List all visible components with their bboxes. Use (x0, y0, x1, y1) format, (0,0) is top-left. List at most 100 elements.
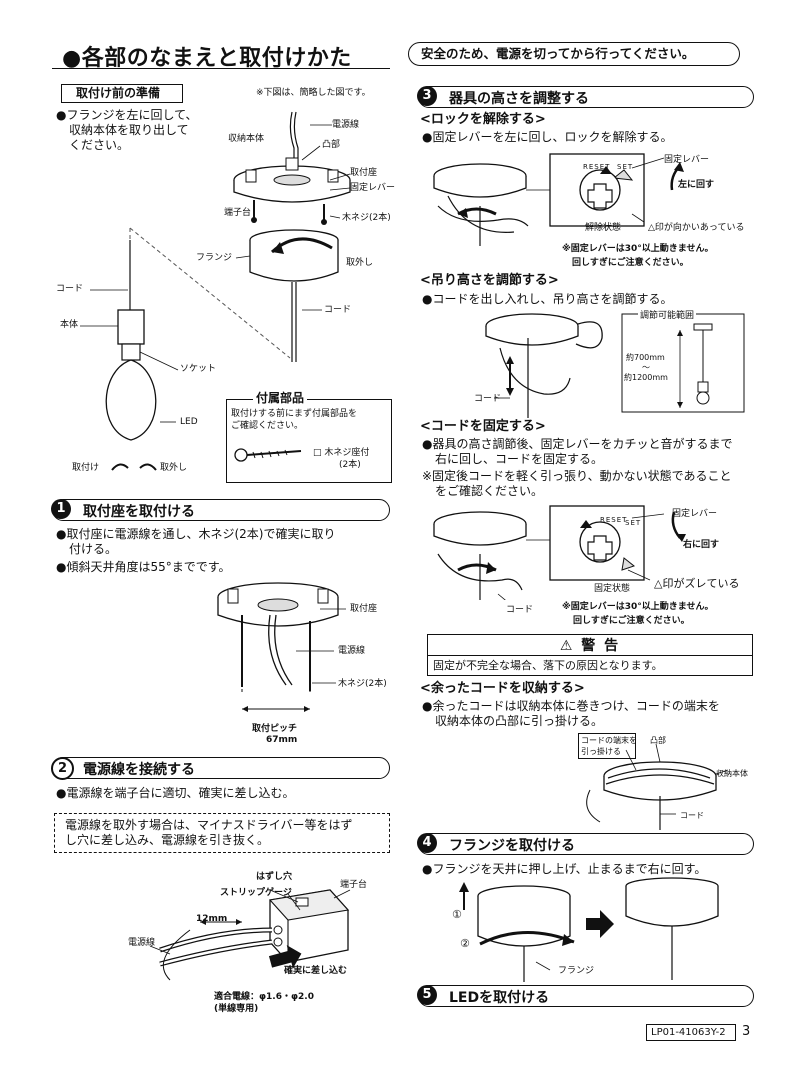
step2-line-1: ●電源線を端子台に適切、確実に差し込む。 (56, 786, 295, 800)
label-body: 本体 (60, 320, 79, 330)
fix-lever-mark-icon (580, 520, 592, 528)
hang-diagram (485, 313, 745, 418)
fix-cord-label: コード (506, 605, 534, 615)
prep-note: ※下図は、簡略した図です。 (256, 88, 371, 98)
warning-title-bar: ⚠ 警 告 (428, 635, 752, 656)
label-remove: 取外し (346, 258, 374, 268)
fix-heading: <コードを固定する> (420, 419, 546, 434)
attach-arrow-icon (111, 463, 129, 471)
step1-diagram (217, 582, 346, 712)
warning-title: ⚠ 警 告 (559, 638, 621, 654)
lock-turn-label: 左に回す (678, 180, 715, 190)
label-fix-lever: 固定レバー (350, 183, 396, 193)
extra-label-1: コードの端末を (581, 736, 637, 745)
extra-diagram (586, 743, 729, 830)
label-led: LED (180, 417, 198, 427)
detach-arrow-icon (139, 463, 157, 471)
safety-text: 安全のため、電源を切ってから行ってください。 (421, 46, 695, 61)
step1-line-2: 付ける。 (69, 542, 118, 556)
accessories-item-2: (2本) (339, 460, 361, 470)
fix-text-4: をご確認ください。 (435, 484, 544, 498)
title-rule (52, 68, 390, 69)
label-flange: フランジ (196, 253, 233, 263)
step4-heading: フランジを取付ける (449, 838, 575, 854)
step2-spec-1: 適合電線：φ1.6・φ2.0 (214, 992, 314, 1002)
extra-callout-box: コードの端末を 引っ掛ける (578, 733, 637, 759)
fix-note-2: 回しすぎにご注意ください。 (573, 616, 690, 626)
prep-text-1: ●フランジを左に回して、 (56, 108, 198, 122)
fix-text-3: ※固定後コードを軽く引っ張り、動かない状態であること (422, 469, 732, 483)
led-bulb-illustration (105, 359, 157, 441)
prep-text-3: ください。 (69, 138, 130, 152)
step2-label-strip: ストリップゲージ (220, 888, 292, 898)
lock-mark-label: △印が向かいあっている (648, 223, 745, 233)
accessories-text-1: 取付けする前にまず付属部品を (231, 409, 358, 419)
step2-label-insert: 確実に差し込む (284, 966, 348, 976)
fix-turn-label: 右に回す (683, 540, 720, 550)
step5-number: 5 (417, 985, 437, 1005)
page-number: 3 (742, 1024, 751, 1039)
lock-lever-label: 固定レバー (664, 155, 710, 165)
label-convex: 凸部 (322, 140, 341, 150)
accessories-item-1: □ 木ネジ座付 (313, 448, 370, 458)
footer-code-box: LP01-41063Y-2 (646, 1024, 736, 1041)
label-socket: ソケット (180, 364, 217, 374)
label-power-wire: 電源線 (332, 120, 360, 130)
fix-reset-mark: RESET (600, 516, 628, 524)
next-arrow-icon (586, 910, 614, 938)
label-mount-base: 取付座 (350, 168, 378, 178)
mount-base-illustration (233, 157, 351, 203)
label-cord-2: コード (324, 305, 352, 315)
hang-max-label: 約1200mm (624, 373, 668, 382)
lock-diagram (433, 153, 684, 246)
safety-banner: 安全のため、電源を切ってから行ってください。 (408, 42, 740, 66)
step4-circle-2: ② (460, 937, 470, 950)
lock-state-label: 解除状態 (585, 223, 622, 233)
step1-label-mount: 取付座 (350, 604, 378, 614)
lock-set-mark: SET (617, 163, 634, 171)
step2-label-12mm: 12mm (196, 914, 228, 924)
extra-label-2: 引っ掛ける (581, 747, 621, 756)
label-detach: 取外し (160, 463, 188, 473)
prep-diagram (80, 111, 351, 471)
step2-diagram (149, 889, 351, 981)
step2-header: 2 電源線を接続する (51, 757, 390, 780)
step2-label-terminal: 端子台 (340, 880, 368, 890)
label-cord: コード (56, 284, 84, 294)
extra-text-2: 収納本体の凸部に引っ掛ける。 (435, 714, 604, 728)
fix-mark-label: △印がズレている (654, 577, 740, 590)
hang-tilde: 〜 (642, 363, 650, 372)
step3-heading: 器具の高さを調整する (449, 91, 589, 107)
prep-heading-box: 取付け前の準備 (61, 84, 183, 103)
step1-pitch-value: 67mm (266, 735, 298, 745)
label-wood-screw: 木ネジ(2本) (342, 213, 391, 223)
step2-label-wire: 電源線 (128, 938, 156, 948)
step1-label-wire: 電源線 (338, 646, 366, 656)
footer-code: LP01-41063Y-2 (651, 1027, 726, 1038)
hang-cord-label: コード (474, 394, 502, 404)
step4-number: 4 (417, 833, 437, 853)
extra-text-1: ●余ったコードは収納本体に巻きつけ、コードの端末を (422, 699, 720, 713)
column-divider (405, 80, 406, 1020)
step2-number: 2 (51, 757, 74, 780)
step4-circle-1: ① (452, 908, 462, 921)
step1-label-screw: 木ネジ(2本) (338, 679, 387, 689)
extra-cord-label: コード (680, 811, 704, 820)
fix-text-2: 右に回し、コードを固定する。 (435, 452, 604, 466)
socket-illustration (121, 343, 141, 361)
fix-text-1: ●器具の高さ調節後、固定レバーをカチッと音がするまで (422, 437, 733, 451)
step2-label-hole: はずし穴 (256, 872, 293, 882)
step3-header: 3 器具の高さを調整する (417, 86, 754, 108)
label-attach: 取付け (72, 463, 100, 473)
wood-screws (251, 200, 327, 225)
step2-heading: 電源線を接続する (83, 762, 195, 778)
step5-header: 5 LEDを取付ける (417, 985, 754, 1007)
step2-note-box: 電源線を取外す場合は、マイナスドライバー等をはず し穴に差し込み、電源線を引き抜… (54, 813, 390, 853)
step4-header: 4 フランジを取付ける (417, 833, 754, 855)
warning-box: ⚠ 警 告 固定が不完全な場合、落下の原因となります。 (427, 634, 753, 676)
warning-text: 固定が不完全な場合、落下の原因となります。 (433, 659, 663, 672)
lock-text: ●固定レバーを左に回し、ロックを解除する。 (422, 130, 673, 144)
accessories-text-2: ご確認ください。 (231, 421, 304, 431)
step1-pitch-label: 取付ピッチ (252, 724, 298, 734)
guide-dash (129, 227, 291, 359)
